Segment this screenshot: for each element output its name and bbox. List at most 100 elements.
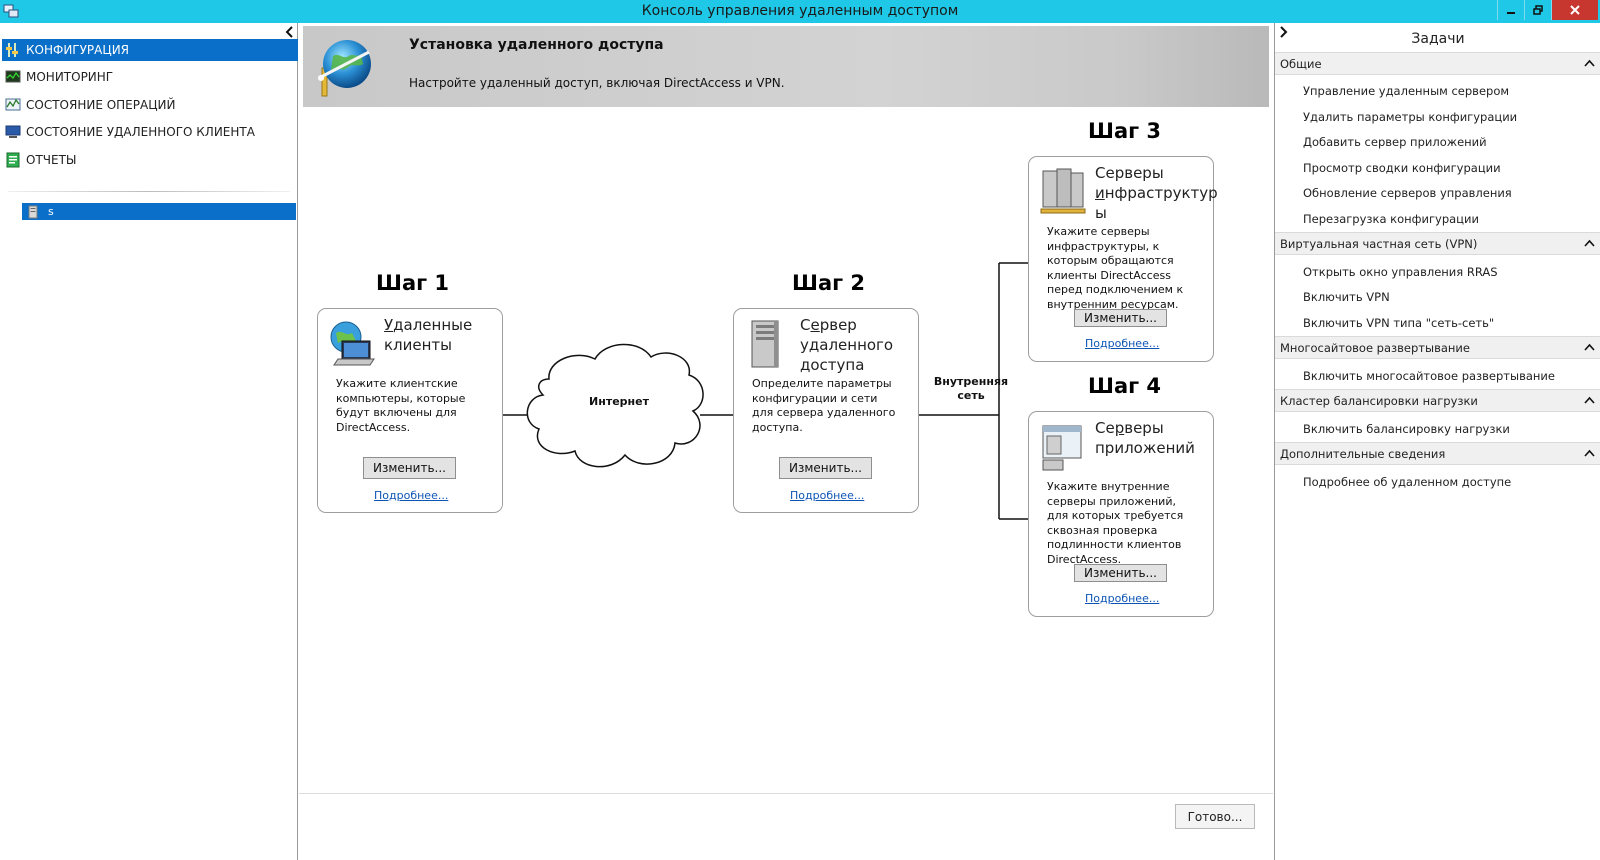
step2-title-line2: удаленного <box>800 336 894 354</box>
main-content: Установка удаленного доступа Настройте у… <box>299 23 1273 860</box>
remote-access-server-icon <box>751 320 779 368</box>
nav-item-label: КОНФИГУРАЦИЯ <box>26 43 130 57</box>
step4-title-line1-start: Се <box>1095 419 1115 437</box>
reports-icon <box>6 152 20 168</box>
step1-title: Удаленные клиенты <box>384 315 502 355</box>
task-enable-vpn[interactable]: Включить VPN <box>1303 290 1390 304</box>
task-enable-load-balancing[interactable]: Включить балансировку нагрузки <box>1303 422 1510 436</box>
tasks-title: Задачи <box>1411 31 1465 47</box>
collapse-right-pane-icon[interactable] <box>1279 25 1289 39</box>
infrastructure-servers-icon <box>1040 168 1086 214</box>
section-header-label: Общие <box>1280 56 1322 71</box>
chevron-up-icon <box>1584 59 1595 67</box>
step4-title-accesskey: р <box>1114 419 1125 437</box>
step2-description: Определите параметры конфигурации и сети… <box>752 377 896 434</box>
restore-icon <box>1533 5 1543 15</box>
step1-more-link[interactable]: Подробнее... <box>374 489 449 502</box>
task-refresh-management-servers[interactable]: Обновление серверов управления <box>1303 186 1512 200</box>
step3-card-infrastructure-servers: Серверы инфраструктур ы Укажите серверы … <box>1028 156 1218 362</box>
window-title: Консоль управления удаленным доступом <box>641 3 959 19</box>
setup-banner: Установка удаленного доступа Настройте у… <box>303 26 1269 107</box>
step3-description: Укажите серверы инфраструктуры, к которы… <box>1047 225 1184 311</box>
chevron-up-icon <box>1584 449 1595 457</box>
tasks-section-general[interactable]: Общие <box>1275 52 1600 75</box>
nav-item-operations-status[interactable]: СОСТОЯНИЕ ОПЕРАЦИЙ <box>2 94 298 116</box>
internet-label: Интернет <box>589 395 649 408</box>
step3-title-line1: Серверы <box>1095 164 1164 182</box>
step2-title-accesskey: е <box>810 316 820 334</box>
section-header-label: Виртуальная частная сеть (VPN) <box>1280 236 1478 251</box>
step2-title-line3: доступа <box>800 356 865 374</box>
section-header-label: Многосайтовое развертывание <box>1280 340 1470 355</box>
server-node-label: s <box>48 205 54 218</box>
navigation-pane: КОНФИГУРАЦИЯ МОНИТОРИНГ СОСТОЯНИЕ ОПЕРАЦ… <box>0 23 298 860</box>
close-button[interactable] <box>1551 0 1598 20</box>
nav-item-remote-client-status[interactable]: СОСТОЯНИЕ УДАЛЕННОГО КЛИЕНТА <box>2 121 298 143</box>
title-bar: Консоль управления удаленным доступом <box>0 0 1600 23</box>
internal-network-label: Внутренняя сеть <box>933 375 1009 403</box>
remote-client-status-icon <box>5 125 21 138</box>
remote-clients-icon <box>330 321 375 366</box>
step4-title-line1: веры <box>1124 419 1164 437</box>
task-enable-site-to-site-vpn[interactable]: Включить VPN типа "сеть-сеть" <box>1303 316 1495 330</box>
nav-item-monitoring[interactable]: МОНИТОРИНГ <box>2 66 298 88</box>
task-add-application-server[interactable]: Добавить сервер приложений <box>1303 135 1487 149</box>
step1-title-accesskey: У <box>384 316 394 334</box>
minimize-button[interactable] <box>1497 0 1524 20</box>
task-reload-configuration[interactable]: Перезагрузка конфигурации <box>1303 212 1479 226</box>
nav-item-reports[interactable]: ОТЧЕТЫ <box>2 149 298 171</box>
step1-card-remote-clients: Удаленные клиенты Укажите клиентские ком… <box>317 308 503 513</box>
nav-item-label: СОСТОЯНИЕ ОПЕРАЦИЙ <box>26 98 176 112</box>
step3-title: Серверы инфраструктур ы <box>1095 163 1218 223</box>
tasks-section-vpn[interactable]: Виртуальная частная сеть (VPN) <box>1275 232 1600 255</box>
network-diagram <box>503 262 1028 520</box>
maximize-button[interactable] <box>1524 0 1551 20</box>
nav-item-configuration[interactable]: КОНФИГУРАЦИЯ <box>2 39 298 61</box>
step2-edit-button[interactable]: Изменить... <box>779 457 872 479</box>
step1-label: Шаг 1 <box>376 271 450 295</box>
tasks-section-load-balancing[interactable]: Кластер балансировки нагрузки <box>1275 389 1600 412</box>
server-node[interactable]: s <box>22 203 296 220</box>
step4-edit-button[interactable]: Изменить... <box>1074 564 1167 582</box>
step4-title: Серверы приложений <box>1095 418 1213 458</box>
step2-more-link[interactable]: Подробнее... <box>790 489 865 502</box>
step3-more-link[interactable]: Подробнее... <box>1085 337 1160 350</box>
task-learn-remote-access[interactable]: Подробнее об удаленном доступе <box>1303 475 1512 489</box>
step4-more-link[interactable]: Подробнее... <box>1085 592 1160 605</box>
nav-item-label: СОСТОЯНИЕ УДАЛЕННОГО КЛИЕНТА <box>26 125 255 139</box>
remote-access-app-icon[interactable] <box>3 3 19 19</box>
configuration-icon <box>6 43 18 57</box>
step2-label: Шаг 2 <box>792 271 866 295</box>
internal-network-label-line2: сеть <box>957 389 985 402</box>
step4-label: Шаг 4 <box>1088 374 1162 398</box>
tasks-section-multisite[interactable]: Многосайтовое развертывание <box>1275 336 1600 359</box>
task-manage-remote-server[interactable]: Управление удаленным сервером <box>1303 84 1510 98</box>
step1-title-line2: клиенты <box>384 336 453 354</box>
nav-separator <box>8 191 290 192</box>
chevron-up-icon <box>1584 343 1595 351</box>
internal-network-label-line1: Внутренняя <box>933 375 1009 388</box>
step3-edit-button[interactable]: Изменить... <box>1074 309 1167 327</box>
task-open-rras[interactable]: Открыть окно управления RRAS <box>1303 265 1498 279</box>
step1-edit-button[interactable]: Изменить... <box>363 457 456 479</box>
task-enable-multisite[interactable]: Включить многосайтовое развертывание <box>1303 369 1555 383</box>
step2-title-line1-start: С <box>800 316 811 334</box>
banner-title: Установка удаленного доступа <box>409 37 664 53</box>
task-remove-configuration[interactable]: Удалить параметры конфигурации <box>1303 110 1518 124</box>
monitoring-icon <box>5 70 21 83</box>
step3-label: Шаг 3 <box>1088 119 1162 143</box>
operations-status-icon <box>5 98 21 111</box>
done-button[interactable]: Готово... <box>1175 804 1255 829</box>
step4-description: Укажите внутренние серверы приложений, д… <box>1047 480 1184 566</box>
chevron-up-icon <box>1584 396 1595 404</box>
step4-card-application-servers: Серверы приложений Укажите внутренние се… <box>1028 411 1214 617</box>
step4-title-line2: приложений <box>1095 439 1195 457</box>
step2-title: Сервер удаленного доступа <box>800 315 918 375</box>
step1-description: Укажите клиентские компьютеры, которые б… <box>336 377 466 434</box>
step2-title-line1: рвер <box>819 316 857 334</box>
globe-network-icon <box>318 40 371 97</box>
tasks-section-more-info[interactable]: Дополнительные сведения <box>1275 442 1600 465</box>
task-view-configuration-summary[interactable]: Просмотр сводки конфигурации <box>1303 161 1501 175</box>
server-icon <box>28 205 38 218</box>
collapse-left-pane-icon[interactable] <box>284 25 296 39</box>
